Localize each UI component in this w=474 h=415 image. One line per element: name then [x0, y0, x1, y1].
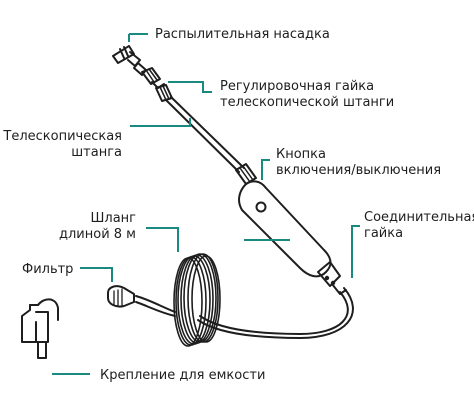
label-hose-line2: длиной 8 м [59, 227, 136, 242]
label-connector-nut-line1: Соединительная [364, 210, 474, 225]
rod-lower-nut [235, 163, 257, 185]
telescopic-rod [165, 96, 245, 173]
hose-coil [173, 253, 221, 347]
label-button-line2: включения/выключения [276, 163, 441, 178]
leader-filter [80, 267, 113, 282]
label-filter: Фильтр [22, 262, 73, 277]
leader-telescopic-rod [130, 118, 191, 127]
label-nozzle: Распылительная насадка [155, 27, 330, 42]
handle-body [238, 180, 332, 278]
telescope-adjust-nut [141, 67, 173, 102]
label-button-line1: Кнопка [276, 147, 326, 162]
sprayer-drawing [21, 45, 354, 359]
on-off-button [255, 201, 267, 213]
tank-mount [21, 298, 59, 359]
spray-nozzle [112, 45, 147, 76]
label-telescopic-rod-line2: штанга [71, 145, 122, 160]
leader-hose [146, 227, 179, 252]
label-hose-line1: Шланг [90, 211, 136, 226]
label-telescope-nut-line1: Регулировочная гайка [220, 79, 374, 94]
leader-nozzle [128, 33, 148, 42]
label-telescopic-rod-line1: Телескопическая [2, 129, 122, 144]
label-mount: Крепление для емкости [100, 368, 265, 383]
leader-on-off-button [261, 159, 270, 180]
leader-lines [52, 33, 360, 375]
filter [107, 285, 135, 308]
connector-nut [317, 261, 347, 295]
label-telescope-nut-line2: телескопической штанги [220, 95, 394, 110]
leader-connector-nut [351, 225, 360, 278]
leader-telescope-nut [168, 81, 212, 93]
hose [135, 253, 354, 347]
label-connector-nut-line2: гайка [364, 226, 403, 241]
labels: Распылительная насадка Регулировочная га… [2, 27, 474, 383]
